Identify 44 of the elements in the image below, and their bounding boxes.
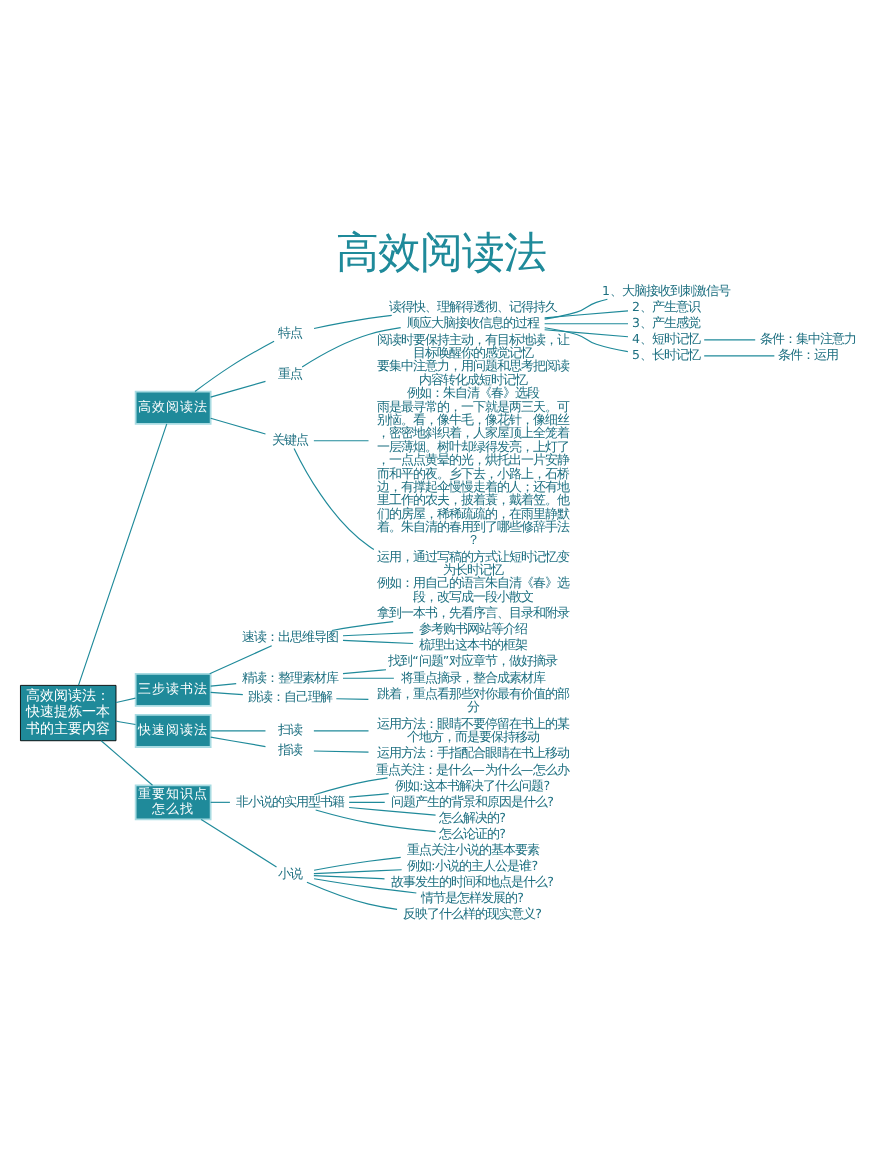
connector	[200, 818, 278, 868]
connector	[194, 340, 275, 393]
connector	[703, 355, 775, 357]
connector	[115, 720, 137, 726]
connector	[306, 881, 398, 910]
connector	[210, 682, 237, 687]
connector	[115, 697, 137, 704]
diagram-title: 高效阅读法	[336, 229, 546, 280]
connector	[348, 801, 386, 803]
connector	[313, 856, 402, 871]
connector	[348, 793, 390, 798]
connector	[210, 417, 267, 435]
connector	[342, 639, 414, 645]
connector	[544, 323, 629, 325]
connector	[313, 314, 393, 330]
connector	[342, 677, 395, 679]
connector	[209, 645, 273, 675]
connector	[313, 777, 389, 796]
connector	[544, 327, 629, 353]
connector	[335, 698, 369, 700]
connector	[703, 339, 756, 341]
connector	[313, 878, 417, 894]
connector	[301, 327, 402, 368]
connector	[315, 809, 437, 833]
connector	[293, 447, 375, 551]
connector	[313, 869, 403, 875]
connector	[100, 740, 154, 786]
connector	[210, 691, 244, 696]
connector	[313, 875, 386, 880]
connector	[342, 669, 387, 675]
connector	[348, 806, 437, 816]
connector	[210, 736, 267, 748]
connector	[331, 621, 394, 632]
connector	[313, 730, 370, 732]
connector	[77, 423, 168, 686]
connector	[342, 632, 414, 637]
connector	[313, 750, 370, 753]
connector	[313, 440, 370, 442]
connector	[544, 310, 629, 319]
connector	[210, 380, 267, 398]
connector	[210, 730, 267, 732]
connector	[544, 298, 608, 320]
connector	[544, 329, 629, 338]
connector	[210, 801, 231, 803]
